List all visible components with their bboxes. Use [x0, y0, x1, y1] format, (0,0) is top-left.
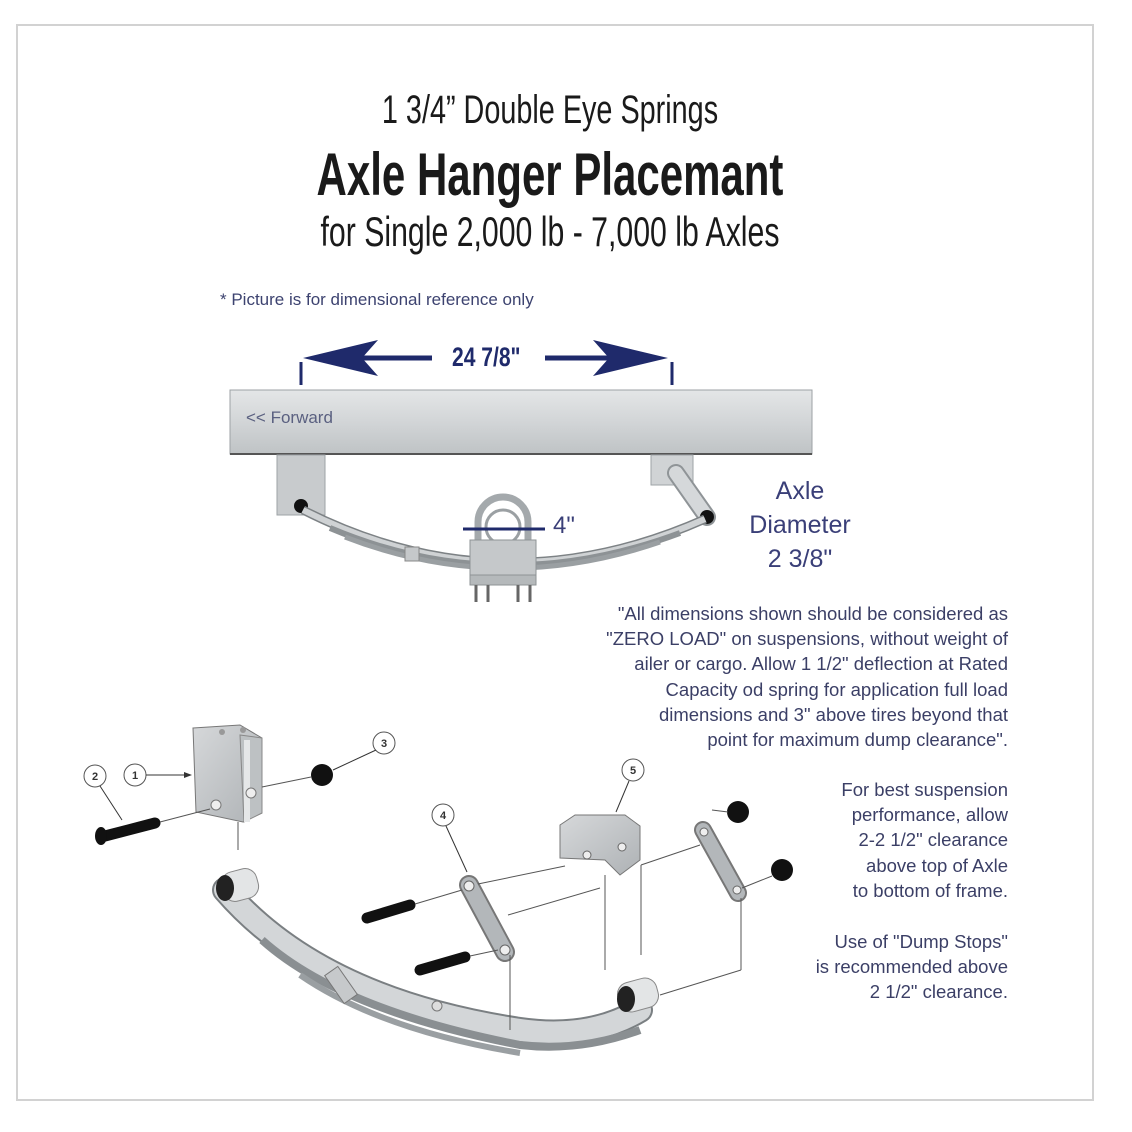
reference-note: * Picture is for dimensional reference o…	[220, 290, 534, 309]
title-line-2: Axle Hanger Placemant	[316, 141, 784, 208]
callout-5: 5	[615, 758, 645, 813]
part-5-rear-hanger	[559, 814, 701, 970]
front-hanger	[276, 454, 326, 516]
callout-1: 1	[123, 763, 192, 787]
leaf-spring-exploded	[212, 877, 653, 1056]
spring-eye-front	[216, 868, 260, 902]
rear-hanger	[650, 454, 716, 526]
part-1-front-hanger	[192, 724, 263, 850]
title-line-1: 1 3/4” Double Eye Springs	[381, 88, 719, 132]
zero-load-note: "All dimensions shown should be consider…	[538, 601, 1008, 752]
clearance-note: For best suspension performance, allow 2…	[748, 777, 1008, 903]
axle-diameter-line-3: 2 3/8"	[767, 545, 833, 573]
part-3-nut	[261, 764, 333, 788]
svg-text:5: 5	[630, 765, 636, 777]
image-border	[16, 24, 1094, 1101]
svg-text:2: 2	[92, 771, 98, 783]
dimension-arrow	[299, 340, 674, 385]
callout-4: 4	[431, 803, 468, 873]
svg-text:1: 1	[132, 770, 138, 782]
zero-load-line: point for maximum dump clearance".	[707, 729, 1008, 751]
hanger-spacing-label: 24 7/8"	[452, 342, 521, 372]
dump-stop-line: Use of "Dump Stops"	[834, 931, 1008, 952]
spring-eye-rear	[616, 977, 660, 1013]
clearance-line: above top of Axle	[866, 854, 1008, 876]
svg-text:4: 4	[440, 810, 447, 822]
svg-text:3: 3	[381, 738, 387, 750]
dump-stop-note: Use of "Dump Stops" is recommended above…	[748, 929, 1008, 1005]
clearance-line: performance, allow	[851, 804, 1008, 826]
forward-label: << Forward	[246, 408, 333, 427]
axle-diameter-line-1: Axle	[775, 477, 825, 505]
callout-3: 3	[332, 731, 396, 771]
clearance-line: For best suspension	[841, 779, 1008, 800]
zero-load-line: Capacity od spring for application full …	[665, 678, 1008, 700]
callout-2: 2	[83, 764, 123, 821]
clearance-line: 2-2 1/2" clearance	[858, 829, 1008, 851]
dump-stop-line: 2 1/2" clearance.	[869, 981, 1008, 1003]
rear-shackle	[659, 801, 793, 996]
u-bolt-axle	[463, 493, 545, 602]
clearance-line: to bottom of frame.	[852, 879, 1008, 901]
part-4-shackle	[361, 865, 601, 1030]
frame-rail	[229, 389, 813, 455]
part-2-bolt	[95, 808, 211, 845]
axle-diameter-label: Axle Diameter 2 3/8"	[735, 474, 865, 576]
dump-stop-line: is recommended above	[815, 956, 1008, 978]
zero-load-line: ailer or cargo. Allow 1 1/2" deflection …	[634, 653, 1008, 675]
zero-load-line: dimensions and 3" above tires beyond tha…	[658, 703, 1008, 725]
zero-load-line: "All dimensions shown should be consider…	[617, 603, 1008, 624]
axle-diameter-line-2: Diameter	[749, 511, 851, 539]
zero-load-line: "ZERO LOAD" on suspensions, without weig…	[606, 628, 1008, 650]
title-line-3: for Single 2,000 lb - 7,000 lb Axles	[320, 208, 780, 255]
ubolt-width-label: 4"	[553, 512, 575, 539]
